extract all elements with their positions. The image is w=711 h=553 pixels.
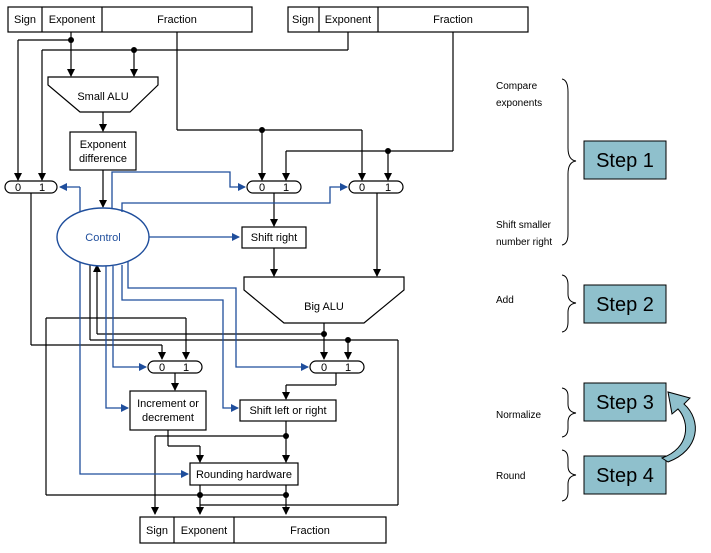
step-3-label: Step 3 [596, 392, 654, 414]
control-label: Control [85, 232, 120, 244]
label-normalize: Normalize [496, 410, 541, 421]
rounding-hardware-box: Rounding hardware [189, 462, 299, 486]
label-compare-1: Compare [496, 81, 538, 92]
braces [561, 78, 577, 502]
big-alu: Big ALU [243, 276, 405, 324]
svg-text:0: 0 [321, 362, 327, 374]
output-exponent: Exponent [181, 525, 227, 537]
datapath-wires-lower [30, 193, 399, 506]
shift-lr-label: Shift left or right [249, 405, 326, 417]
exp-diff-line2: difference [79, 153, 127, 165]
shift-right-box: Shift right [241, 226, 307, 249]
control-unit: Control [56, 207, 150, 267]
inc-dec-line2: decrement [142, 412, 194, 424]
label-add: Add [496, 295, 514, 306]
label-compare-2: exponents [496, 98, 542, 109]
shift-right-label: Shift right [251, 232, 297, 244]
input-b-exponent: Exponent [325, 14, 371, 26]
step-2-label: Step 2 [596, 294, 654, 316]
input-register-b: Sign Exponent Fraction [287, 6, 529, 33]
exp-diff-line1: Exponent [80, 139, 126, 151]
inc-dec-line1: Increment or [137, 398, 199, 410]
svg-text:0: 0 [259, 182, 265, 194]
step-labels: Compare exponents Shift smaller number r… [496, 81, 552, 482]
svg-text:1: 1 [283, 182, 289, 194]
svg-text:0: 0 [15, 182, 21, 194]
step-1-label: Step 1 [596, 150, 654, 172]
label-shift-2: number right [496, 237, 552, 248]
mux-fraction-large: 0 1 [348, 180, 404, 194]
svg-text:1: 1 [39, 182, 45, 194]
increment-decrement-box: Increment or decrement [129, 390, 207, 431]
step-3-box: Step 3 [583, 382, 667, 422]
output-fraction: Fraction [290, 525, 330, 537]
step-4-label: Step 4 [596, 465, 654, 487]
output-sign: Sign [146, 525, 168, 537]
output-register: Sign Exponent Fraction [139, 516, 387, 544]
input-a-fraction: Fraction [157, 14, 197, 26]
svg-text:1: 1 [385, 182, 391, 194]
input-register-a: Sign Exponent Fraction [7, 6, 253, 33]
step-4-box: Step 4 [583, 455, 667, 495]
input-b-sign: Sign [292, 14, 314, 26]
mux-normalize-exponent: 0 1 [147, 360, 203, 374]
fraction-wires [176, 32, 454, 181]
loop-back-arrow-icon [660, 391, 696, 463]
step-1-box: Step 1 [583, 140, 667, 180]
mux-normalize-fraction: 0 1 [309, 360, 365, 374]
input-b-fraction: Fraction [433, 14, 473, 26]
rounding-label: Rounding hardware [196, 469, 292, 481]
svg-text:1: 1 [345, 362, 351, 374]
shift-left-right-box: Shift left or right [239, 399, 337, 422]
exponent-wires [14, 32, 349, 181]
mux-fraction-small: 0 1 [246, 180, 302, 194]
step-2-box: Step 2 [583, 284, 667, 324]
label-round: Round [496, 471, 525, 482]
input-a-sign: Sign [14, 14, 36, 26]
big-alu-label: Big ALU [304, 301, 344, 313]
input-a-exponent: Exponent [49, 14, 95, 26]
control-signals [59, 171, 348, 478]
small-alu: Small ALU [47, 76, 159, 113]
label-shift-1: Shift smaller [496, 220, 552, 231]
svg-text:0: 0 [359, 182, 365, 194]
svg-text:0: 0 [159, 362, 165, 374]
rounding-wires [151, 421, 290, 515]
mux-exponent: 0 1 [4, 180, 58, 194]
svg-text:1: 1 [183, 362, 189, 374]
exponent-difference-box: Exponent difference [69, 131, 137, 171]
small-alu-label: Small ALU [77, 91, 128, 103]
